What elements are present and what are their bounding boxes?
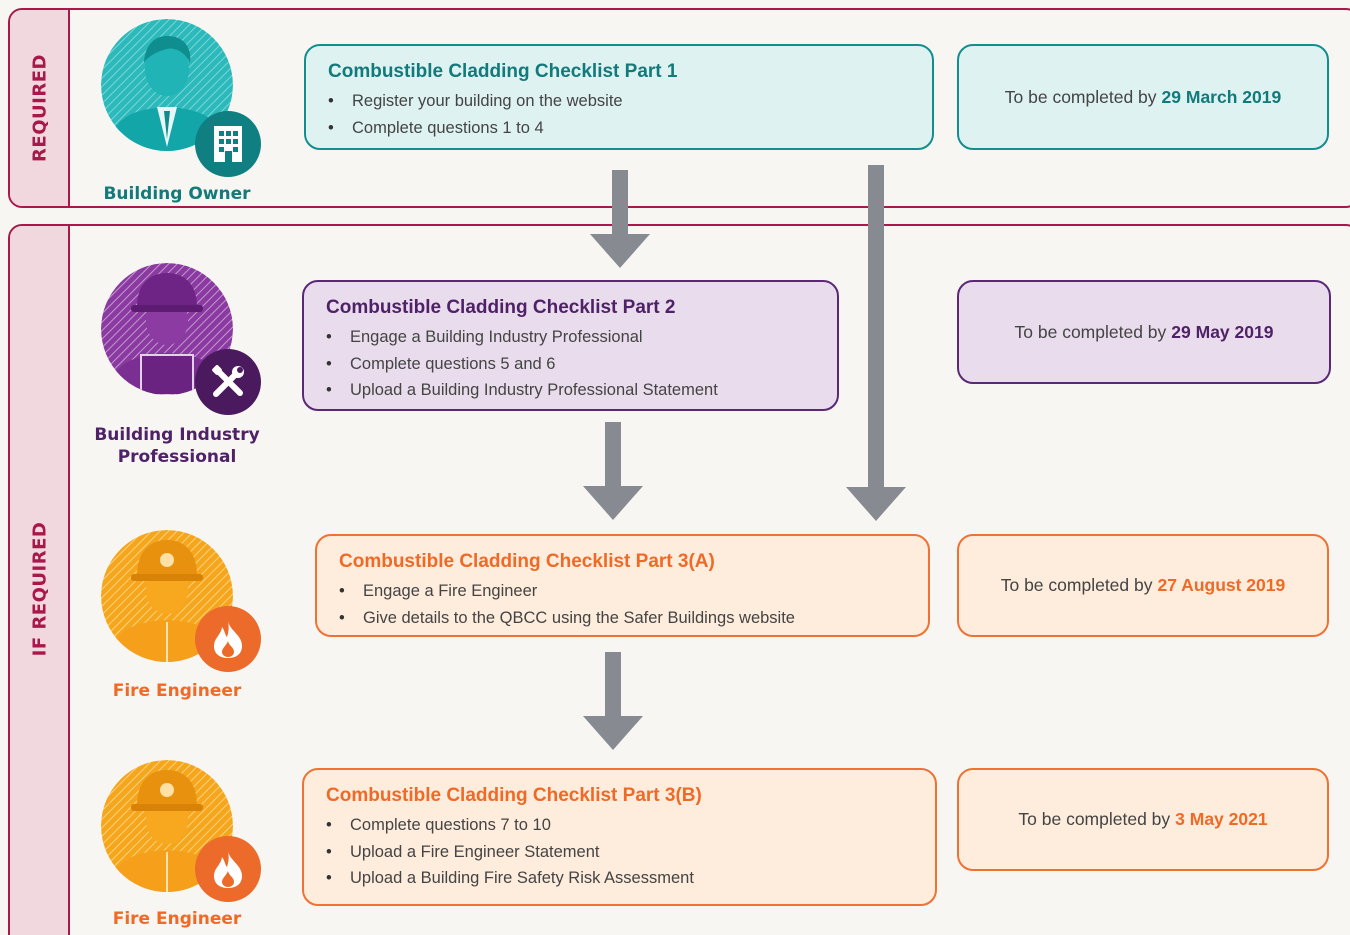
checklist-part1-box: Combustible Cladding Checklist Part 1 Re… bbox=[304, 44, 934, 150]
checklist-part2-item: Complete questions 5 and 6 bbox=[326, 351, 819, 378]
checklist-part1-item: Register your building on the website bbox=[328, 88, 914, 115]
flame-icon bbox=[195, 836, 261, 902]
deadline-part2-prefix: To be completed by bbox=[1014, 321, 1167, 342]
fire-engineer-role: Fire Engineer bbox=[112, 681, 242, 701]
checklist-part3b-title: Combustible Cladding Checklist Part 3(B) bbox=[326, 785, 702, 806]
deadline-part1: To be completed by 29 March 2019 bbox=[957, 44, 1329, 150]
building-industry-professional-role-line1: Building Industry bbox=[94, 425, 260, 445]
if-required-section-sidebar: IF REQUIRED bbox=[10, 226, 70, 935]
deadline-part3b-prefix: To be completed by bbox=[1018, 809, 1171, 829]
required-section-sidebar: REQUIRED bbox=[10, 10, 70, 206]
flame-icon bbox=[195, 606, 261, 672]
checklist-part2-box: Combustible Cladding Checklist Part 2 En… bbox=[302, 280, 839, 411]
checklist-part3a-title: Combustible Cladding Checklist Part 3(A) bbox=[339, 551, 715, 572]
checklist-part3b-item: Upload a Building Fire Safety Risk Asses… bbox=[326, 865, 917, 892]
checklist-part3b-item: Complete questions 7 to 10 bbox=[326, 812, 917, 839]
checklist-part1-title: Combustible Cladding Checklist Part 1 bbox=[328, 61, 678, 82]
deadline-part3a-date: 27 August 2019 bbox=[1157, 575, 1286, 595]
checklist-part2-item: Engage a Building Industry Professional bbox=[326, 324, 819, 351]
deadline-part2: To be completed by 29 May 2019 bbox=[957, 280, 1331, 384]
arrow-part1-to-part3a bbox=[846, 165, 906, 521]
deadline-part1-date: 29 March 2019 bbox=[1161, 86, 1282, 107]
checklist-part3b-item: Upload a Fire Engineer Statement bbox=[326, 839, 917, 866]
checklist-part2-title: Combustible Cladding Checklist Part 2 bbox=[326, 297, 676, 318]
checklist-part3a-box: Combustible Cladding Checklist Part 3(A)… bbox=[315, 534, 930, 637]
required-label: REQUIRED bbox=[29, 54, 51, 162]
tools-icon bbox=[195, 349, 261, 415]
arrow-part3a-to-part3b bbox=[583, 652, 643, 750]
deadline-part3b: To be completed by 3 May 2021 bbox=[957, 768, 1329, 871]
building-owner-role: Building Owner bbox=[103, 184, 251, 204]
deadline-part1-prefix: To be completed by bbox=[1004, 86, 1157, 107]
deadline-part3b-date: 3 May 2021 bbox=[1175, 809, 1268, 829]
building-industry-professional-avatar bbox=[101, 263, 233, 395]
arrow-part1-to-part2 bbox=[590, 170, 650, 268]
checklist-part3a-item: Give details to the QBCC using the Safer… bbox=[339, 605, 910, 632]
checklist-part3a-item: Engage a Fire Engineer bbox=[339, 578, 910, 605]
fire-engineer-role: Fire Engineer bbox=[112, 909, 242, 929]
if-required-label: IF REQUIRED bbox=[29, 521, 51, 657]
deadline-part3a: To be completed by 27 August 2019 bbox=[957, 534, 1329, 637]
deadline-part3a-prefix: To be completed by bbox=[1000, 575, 1153, 595]
checklist-part1-item: Complete questions 1 to 4 bbox=[328, 115, 914, 142]
building-icon bbox=[195, 111, 261, 177]
checklist-part2-item: Upload a Building Industry Professional … bbox=[326, 377, 819, 404]
checklist-part3b-box: Combustible Cladding Checklist Part 3(B)… bbox=[302, 768, 937, 906]
deadline-part2-date: 29 May 2019 bbox=[1171, 321, 1274, 342]
building-industry-professional-role-line2: Professional bbox=[117, 447, 237, 467]
arrow-part2-to-part3a bbox=[583, 422, 643, 520]
